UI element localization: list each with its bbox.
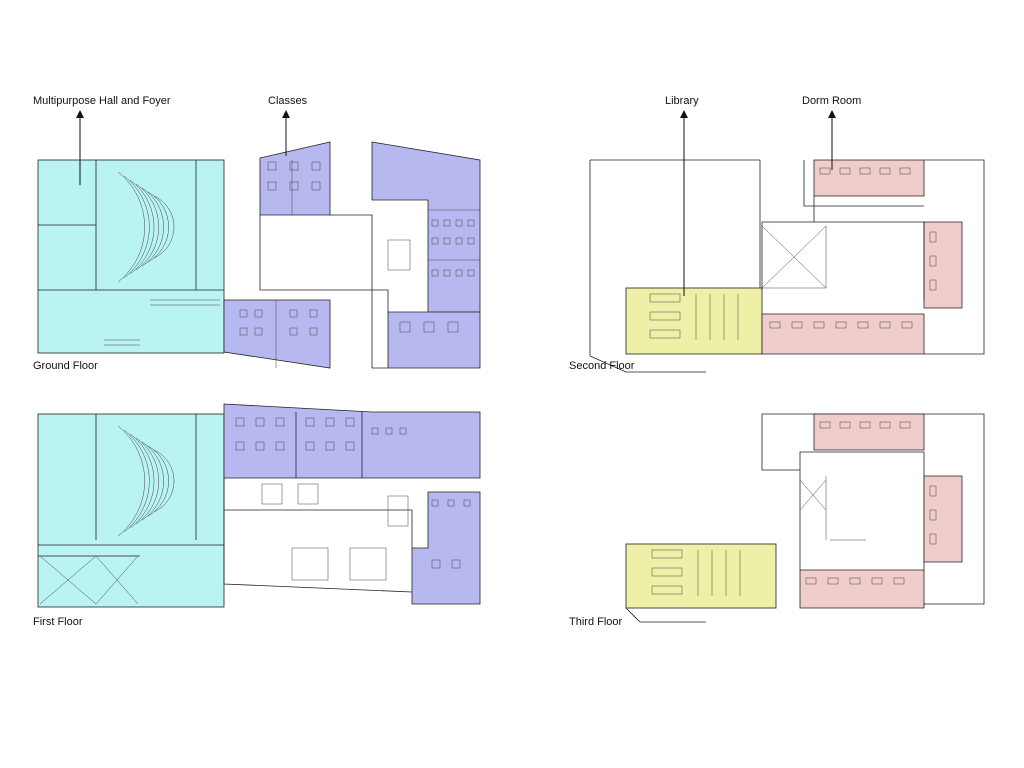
ground-classes-c [371,141,481,313]
first-classes-top [223,403,481,479]
ground-classes-a [259,141,331,216]
label-dorm-room: Dorm Room [802,95,861,107]
second-dorm-beds [769,167,937,329]
third-dorm-bottom [799,569,925,609]
third-library-stacks [651,549,741,596]
third-library-zone [625,543,777,609]
second-dorm-right [923,221,963,309]
label-library: Library [665,95,699,107]
ground-classes-d [387,311,481,369]
second-dorm-top [813,159,925,197]
third-dorm-top [813,413,925,451]
label-second-floor: Second Floor [569,360,635,372]
second-dorm-bottom [761,313,925,355]
second-library-zone [625,287,763,355]
third-floor-plan [625,413,985,623]
first-classes-right [411,491,481,605]
first-floor-plan [37,403,481,608]
label-third-floor: Third Floor [569,616,623,628]
label-first-floor: First Floor [33,616,83,628]
ground-floor-plan [37,141,481,369]
second-floor-plan [589,159,985,373]
ground-auditorium-seating [117,171,175,283]
label-ground-floor: Ground Floor [33,360,98,372]
label-multipurpose-hall: Multipurpose Hall and Foyer [33,95,171,107]
label-classes: Classes [268,95,308,107]
first-auditorium-seating [117,425,175,537]
ground-hall-zone [37,159,225,354]
ground-desk-grid [239,161,475,336]
first-desk-grid [235,417,471,581]
third-dorm-beds [805,421,937,585]
ground-classes-b [223,299,331,369]
second-library-stacks [649,293,739,340]
third-dorm-right [923,475,963,563]
first-hall-zone [37,413,225,608]
